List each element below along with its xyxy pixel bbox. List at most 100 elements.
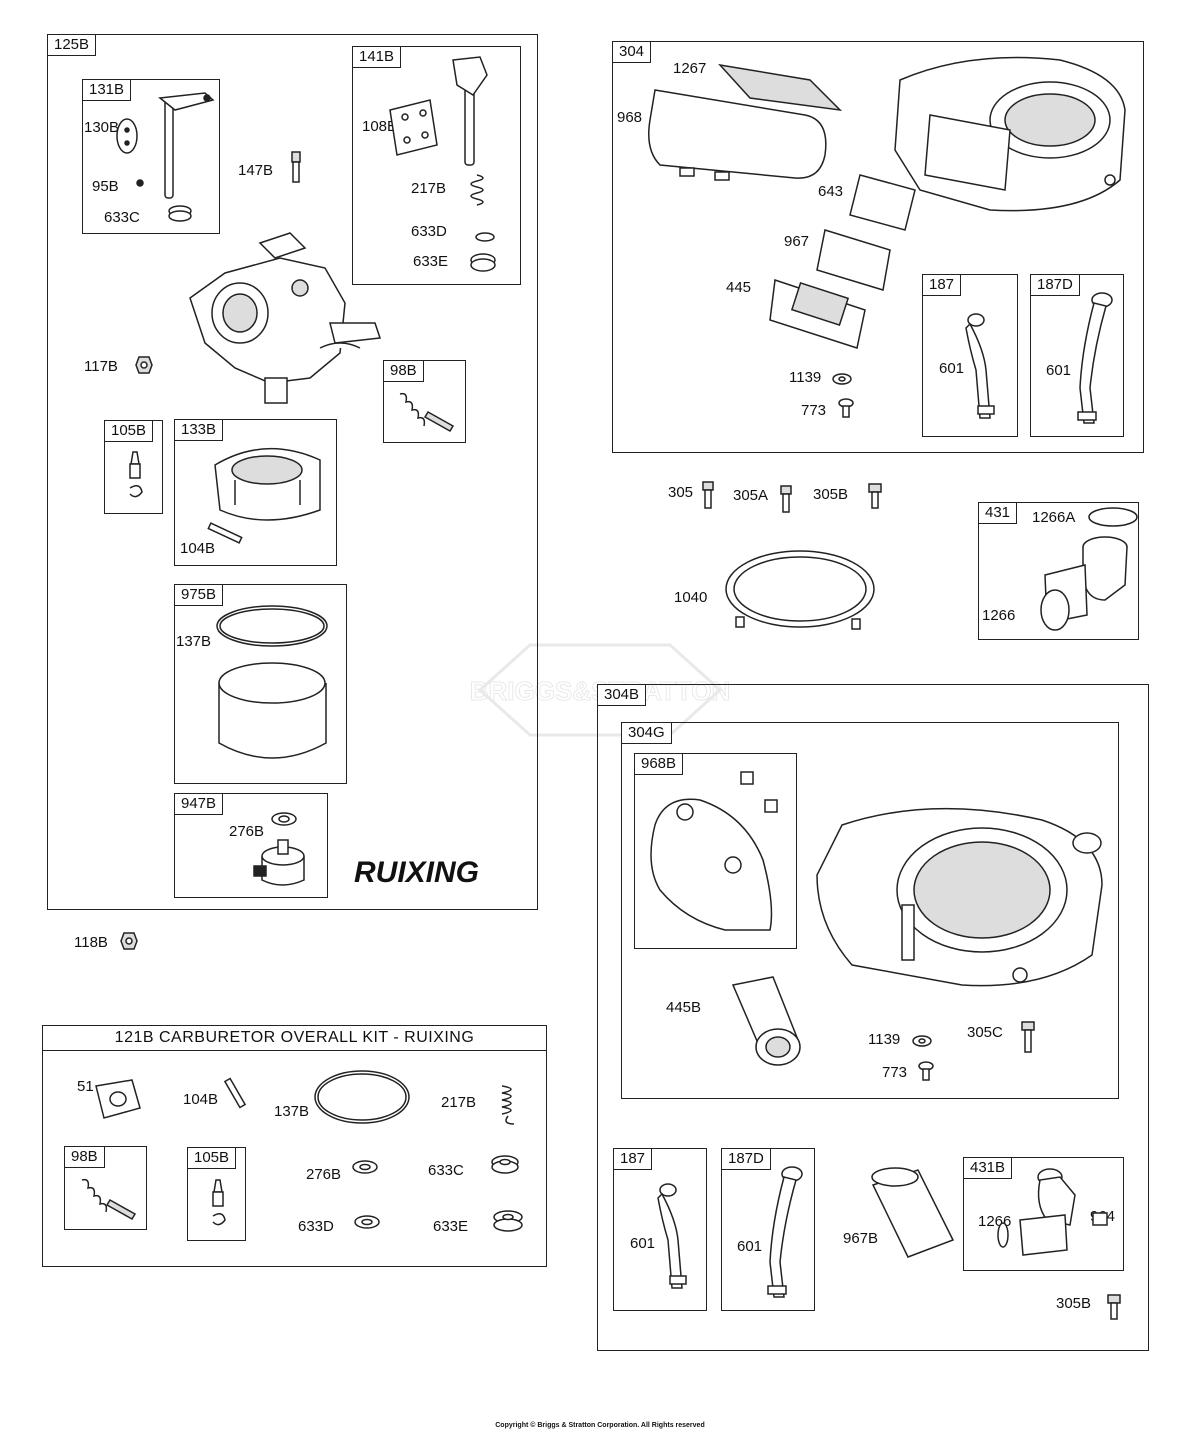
label-601-d: 601 xyxy=(737,1238,763,1255)
label-104B: 104B xyxy=(180,540,216,557)
nut-118B xyxy=(120,932,138,950)
screw-305B-b xyxy=(1107,1294,1121,1320)
breather-tube-187 xyxy=(965,313,995,419)
group-431B-tag: 431B xyxy=(963,1157,1013,1179)
label-118B: 118B xyxy=(74,934,108,951)
group-431-tag: 431 xyxy=(978,502,1018,524)
screw-305A xyxy=(780,485,792,513)
label-643: 643 xyxy=(818,183,844,200)
kit-label-633E: 633E xyxy=(433,1218,469,1235)
group-98B-tag: 98B xyxy=(383,360,424,382)
kit-float-needle xyxy=(212,1179,226,1226)
choke-shaft-plate xyxy=(389,56,496,272)
screw-147B xyxy=(291,151,301,183)
kit-washer-633E xyxy=(493,1210,523,1232)
group-304G: 304G xyxy=(621,722,1119,1099)
kit-gasket-51 xyxy=(95,1079,141,1119)
float-bowl-and-gasket xyxy=(216,605,328,759)
group-304B: 304B xyxy=(597,684,1149,1351)
group-141B-tag: 141B xyxy=(352,46,402,68)
brand-ruixing: RUIXING xyxy=(354,856,480,889)
float-needle xyxy=(129,451,143,498)
label-217B: 217B xyxy=(411,180,447,197)
label-305B-b: 305B xyxy=(1056,1295,1092,1312)
blower-housing-304 xyxy=(894,56,1126,212)
intake-elbow-431B xyxy=(997,1168,1108,1256)
kit-group-105B: 105B xyxy=(187,1147,246,1241)
group-133B: 133B xyxy=(174,419,337,566)
label-601-a: 601 xyxy=(939,360,965,377)
label-1139: 1139 xyxy=(789,369,822,386)
kit-group-98B-tag: 98B xyxy=(64,1146,105,1168)
breather-tube-187D-b xyxy=(767,1166,803,1298)
label-147B: 147B xyxy=(238,162,274,179)
label-108B: 108B xyxy=(362,118,398,135)
intake-elbow-431 xyxy=(1040,507,1138,631)
group-125B-tag: 125B xyxy=(47,34,97,56)
group-947B-tag: 947B xyxy=(174,793,224,815)
kit-gasket-137B xyxy=(314,1070,410,1124)
breather-tube-187D xyxy=(1077,292,1113,424)
label-137B: 137B xyxy=(176,633,212,650)
kit-pin-104B xyxy=(223,1077,247,1109)
group-98B: 98B xyxy=(383,360,466,443)
label-633C: 633C xyxy=(104,209,140,226)
breather-tube-187-b xyxy=(657,1183,687,1289)
label-445B: 445B xyxy=(666,999,702,1016)
group-187-tag: 187 xyxy=(922,274,962,296)
group-105B: 105B xyxy=(104,420,163,514)
group-105B-tag: 105B xyxy=(104,420,154,442)
air-filter-445B xyxy=(731,976,801,1066)
kit-label-633D: 633D xyxy=(298,1218,334,1235)
kit-group-98B: 98B xyxy=(64,1146,147,1230)
label-601-c: 601 xyxy=(630,1235,656,1252)
label-967B: 967B xyxy=(843,1230,879,1247)
blower-housing-304G xyxy=(816,807,1103,987)
label-276B: 276B xyxy=(229,823,265,840)
washer-1139 xyxy=(832,373,852,385)
label-445: 445 xyxy=(726,279,752,296)
label-305: 305 xyxy=(668,484,694,501)
label-305C: 305C xyxy=(967,1024,1003,1041)
group-131B-tag: 131B xyxy=(82,79,132,101)
group-431: 431 xyxy=(978,502,1139,640)
label-1266A: 1266A xyxy=(1032,509,1076,526)
label-1040: 1040 xyxy=(674,589,708,606)
kit-washer-276B xyxy=(352,1160,378,1174)
air-filter-cover xyxy=(648,63,843,181)
group-947B: 947B xyxy=(174,793,328,898)
screw-305C xyxy=(1021,1021,1035,1053)
pre-cleaner-967B xyxy=(871,1167,955,1258)
fuel-solenoid xyxy=(253,812,305,886)
label-1139-b: 1139 xyxy=(868,1031,901,1048)
kit-label-137B: 137B xyxy=(274,1103,310,1120)
group-304G-tag: 304G xyxy=(621,722,672,744)
kit-label-51: 51 xyxy=(77,1078,94,1095)
group-968B-tag: 968B xyxy=(634,753,684,775)
label-773-b: 773 xyxy=(882,1064,908,1081)
kit-title: 121B CARBURETOR OVERALL KIT - RUIXING xyxy=(43,1026,546,1051)
group-304-tag: 304 xyxy=(612,41,652,63)
label-1266: 1266 xyxy=(982,607,1016,624)
group-187D-tag: 187D xyxy=(1030,274,1080,296)
kit-label-633C: 633C xyxy=(428,1162,464,1179)
label-117B: 117B xyxy=(84,358,118,375)
nut-117B xyxy=(135,356,153,374)
label-130B: 130B xyxy=(84,119,120,136)
screw-773-b xyxy=(918,1061,934,1081)
kit-washer-633D xyxy=(354,1215,380,1229)
label-601-b: 601 xyxy=(1046,362,1072,379)
group-975B: 975B xyxy=(174,584,347,784)
kit-label-217B: 217B xyxy=(441,1094,477,1111)
label-305A: 305A xyxy=(733,487,769,504)
group-304: 304 xyxy=(612,41,1144,453)
label-1267: 1267 xyxy=(673,60,707,77)
group-187: 187 xyxy=(922,274,1018,437)
kit-group-105B-tag: 105B xyxy=(187,1147,237,1169)
kit-idle-screw-spring xyxy=(81,1178,137,1221)
air-filter-cover-968B xyxy=(650,771,778,931)
group-304B-tag: 304B xyxy=(597,684,647,706)
kit-washer-633C xyxy=(491,1155,519,1174)
label-95B: 95B xyxy=(92,178,119,195)
kit-label-104B: 104B xyxy=(183,1091,219,1108)
